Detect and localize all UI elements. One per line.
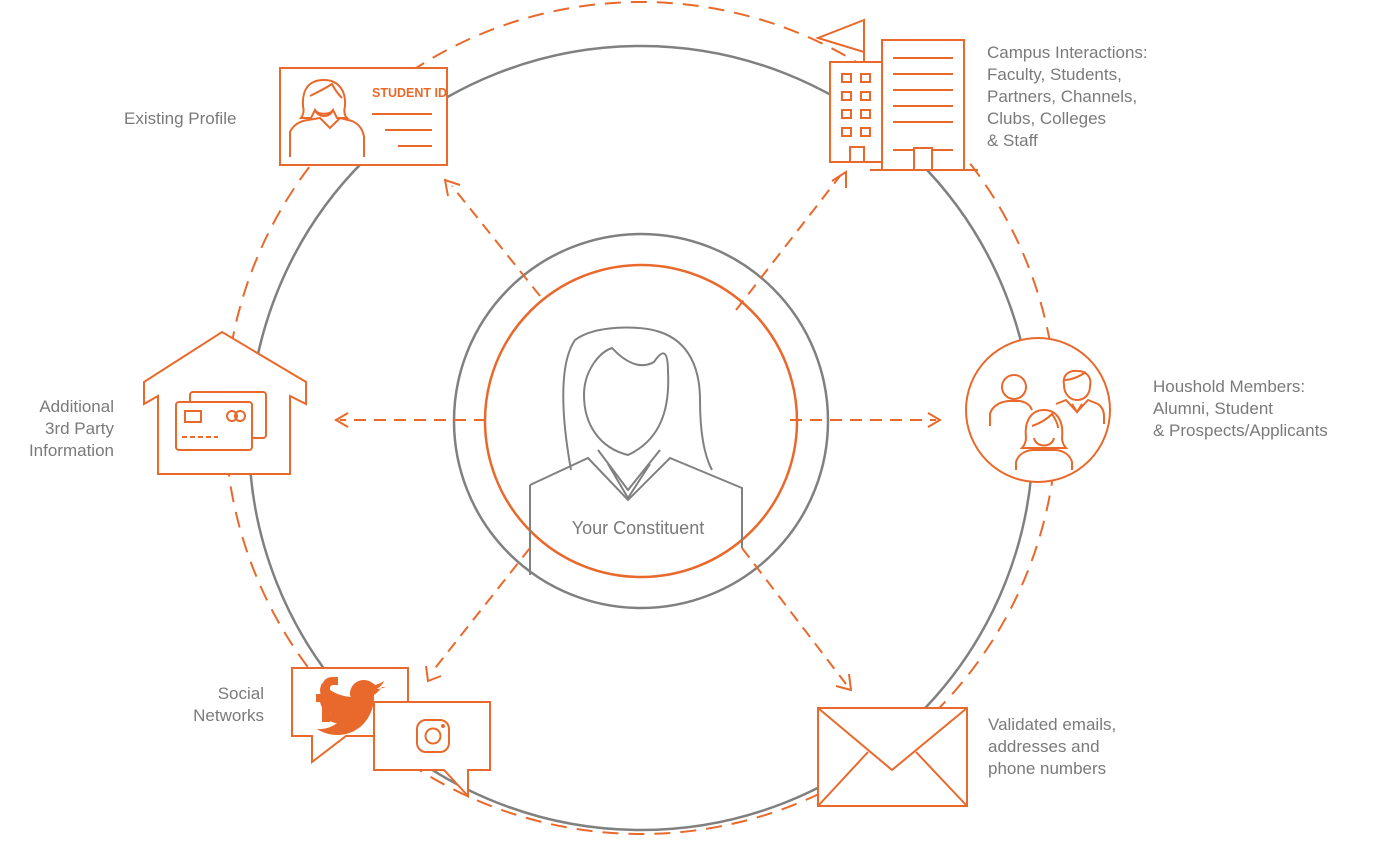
instagram-dot-icon xyxy=(441,724,445,728)
campus-buildings-icon xyxy=(814,18,978,171)
house-credit-card-icon xyxy=(143,330,307,475)
arrow-to-existing-profile xyxy=(451,185,541,297)
arrowhead-social xyxy=(425,665,442,683)
constituent-avatar-icon xyxy=(529,326,743,575)
household-members-icon xyxy=(965,337,1111,483)
campus-line: Partners, Channels, xyxy=(987,87,1138,106)
existing-profile-line: Existing Profile xyxy=(124,109,237,128)
household-label: Houshold Members: Alumni, Student & Pros… xyxy=(1153,376,1328,442)
student-id-badge: STUDENT ID xyxy=(372,86,447,100)
validated-line: addresses and xyxy=(988,737,1100,756)
validated-label: Validated emails, addresses and phone nu… xyxy=(988,714,1116,780)
household-line: & Prospects/Applicants xyxy=(1153,421,1328,440)
household-line: Alumni, Student xyxy=(1153,399,1274,418)
twitter-icon xyxy=(317,680,386,735)
campus-line: & Staff xyxy=(987,131,1038,150)
third-party-line: Additional xyxy=(39,397,114,416)
arrowhead-existing-profile xyxy=(443,178,461,197)
envelope-icon xyxy=(817,707,968,807)
campus-line: Clubs, Colleges xyxy=(987,109,1107,128)
existing-profile-label: Existing Profile xyxy=(124,108,236,130)
campus-label: Campus Interactions: Faculty, Students, … xyxy=(987,42,1148,152)
social-line: Social xyxy=(217,684,264,703)
center-label: Your Constituent xyxy=(572,518,704,538)
campus-line: Campus Interactions: xyxy=(987,43,1148,62)
validated-line: Validated emails, xyxy=(988,715,1117,734)
arrowhead-campus xyxy=(831,170,847,188)
arrowhead-third-party xyxy=(334,412,349,428)
household-line: Houshold Members: xyxy=(1153,377,1306,396)
arrow-to-campus xyxy=(735,175,841,311)
social-line: Networks xyxy=(193,706,264,725)
third-party-line: 3rd Party xyxy=(45,419,114,438)
arrow-to-validated xyxy=(741,547,847,685)
third-party-line: Information xyxy=(28,441,114,460)
arrowhead-validated xyxy=(835,673,853,692)
validated-line: phone numbers xyxy=(988,759,1107,778)
third-party-label: Additional 3rd Party Information xyxy=(0,396,114,462)
campus-line: Faculty, Students, xyxy=(987,65,1122,84)
arrowhead-household xyxy=(927,412,942,428)
center-arrows xyxy=(340,175,936,685)
arrow-to-social xyxy=(431,547,531,673)
student-id-card-icon xyxy=(279,67,448,166)
social-label: Social Networks xyxy=(150,683,264,727)
arrowheads xyxy=(334,170,942,692)
